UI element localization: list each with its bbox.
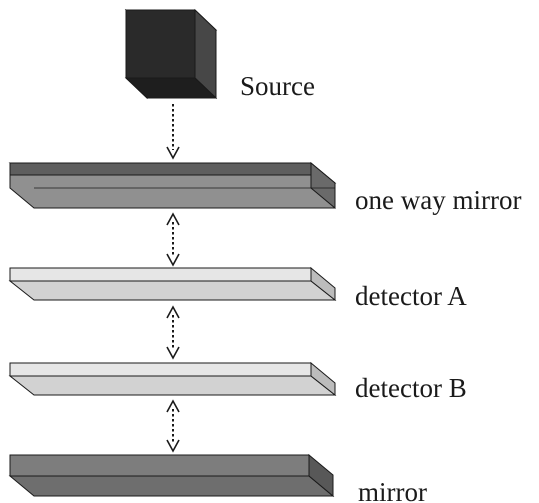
detector-a-to-detector-b-arrow [166,305,180,360]
detector-b-side [310,361,336,397]
detector-a-label: detector A [355,281,467,311]
one-way-mirror-side [310,161,336,210]
detector-a [8,266,337,302]
one-way-mirror-band [9,162,312,176]
mirror [8,453,335,498]
source-cube-face [125,9,196,79]
one-way-mirror [8,161,337,210]
detector-b-front [8,375,337,396]
one-way-mirror-label: one way mirror [355,185,521,215]
source-to-one-way-mirror-arrow [166,104,180,160]
mirror-top [9,454,310,477]
detector-a-front [8,280,337,301]
source-cube-bottom [124,77,218,99]
one-way-mirror-front [9,174,336,209]
detector-b-to-mirror-arrow [166,399,180,453]
detector-a-top [9,267,312,282]
detector-a-side [310,266,336,302]
source-label: Source [240,71,315,101]
detector-b-top [9,362,312,377]
source-cube [124,8,218,100]
detector-b-label: detector B [355,373,467,403]
one-way-mirror-to-detector-a-arrow [166,212,180,267]
mirror-front [8,475,335,497]
mirror-side [308,453,334,498]
detector-b [8,361,337,397]
mirror-label: mirror [358,477,427,503]
